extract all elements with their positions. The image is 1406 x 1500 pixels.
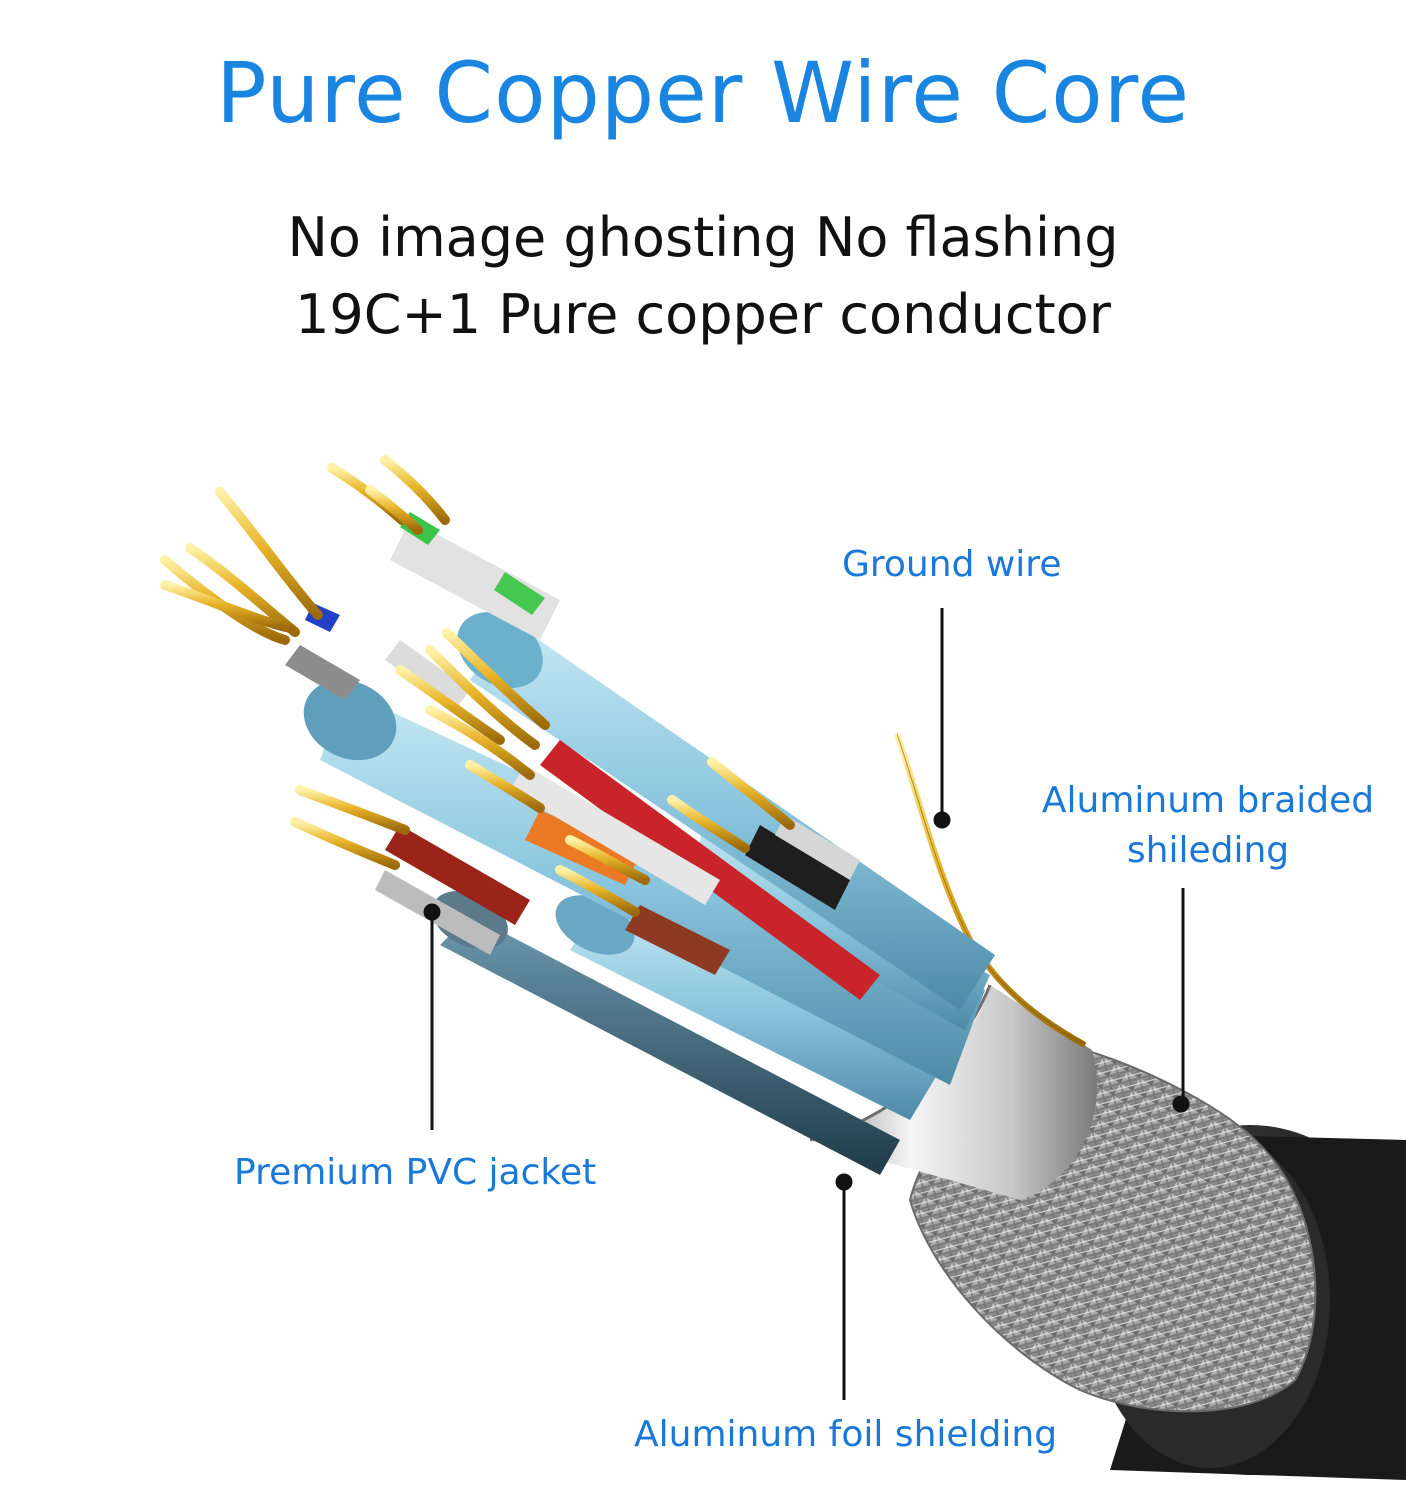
page-title: Pure Copper Wire Core [215,44,1191,142]
ground-wire-label: Ground wire [842,544,1062,585]
callout-lines [423,608,1190,1400]
braided-dot [1172,1095,1190,1113]
aluminum-braided-label-line-2: shileding [1126,830,1290,871]
copper-conductor-ends [160,455,795,917]
subtitle-line-1: No image ghosting No flashing [287,206,1119,269]
shielded-pairs [303,612,995,1175]
foil-dot [835,1173,853,1191]
ground-wire-dot [933,811,951,829]
aluminum-braided-label-line-1: Aluminum braided [1041,780,1375,821]
aluminum-braided-label: Aluminum braided shileding [1034,776,1382,876]
aluminum-foil-label: Aluminum foil shielding [634,1414,1058,1455]
pvc-dot [423,903,441,921]
pvc-jacket-label: Premium PVC jacket [234,1152,597,1193]
subtitle-line-2: 19C+1 Pure copper conductor [295,283,1111,346]
